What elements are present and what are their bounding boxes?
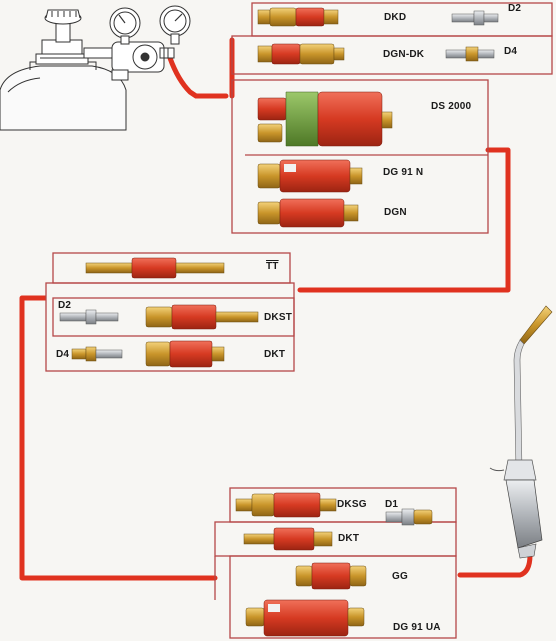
label-d4-top: D4 <box>504 46 518 57</box>
label-d2-top: D2 <box>508 3 522 14</box>
component-dkt-bottom <box>243 527 333 551</box>
box-dgn-dk <box>231 35 553 75</box>
label-gg: GG <box>392 571 408 582</box>
component-dg91n <box>257 159 363 193</box>
label-dksg: DKSG <box>337 499 367 510</box>
component-dgn <box>257 198 359 228</box>
label-dkst: DKST <box>264 312 293 323</box>
label-dkt-bottom: DKT <box>338 533 360 544</box>
gas-cylinder-with-regulator <box>0 5 191 131</box>
component-dkd <box>257 7 339 27</box>
label-tt: TT <box>266 261 279 272</box>
label-dgn-dk: DGN-DK <box>383 49 425 60</box>
component-dgn-dk <box>257 43 345 65</box>
component-dg91ua <box>245 599 365 637</box>
component-d2-coupling-mid <box>59 309 119 325</box>
component-tt <box>85 257 225 279</box>
component-d2-coupling-top <box>451 10 499 26</box>
box-dkst <box>52 297 295 337</box>
component-dksg <box>235 492 337 518</box>
label-dg91n: DG 91 N <box>383 167 424 178</box>
component-d1-coupling <box>385 508 433 526</box>
label-dkd: DKD <box>384 12 407 23</box>
component-d4-coupling-mid <box>71 346 123 362</box>
label-dgn: DGN <box>384 207 407 218</box>
label-dkt-mid: DKT <box>264 349 286 360</box>
label-ds2000: DS 2000 <box>431 101 472 112</box>
welding-torch <box>489 305 553 559</box>
label-d4-mid: D4 <box>56 349 70 360</box>
box-gg-group <box>229 555 457 639</box>
label-dg91ua: DG 91 UA <box>393 622 441 633</box>
component-gg <box>295 562 367 590</box>
label-d1: D1 <box>385 499 399 510</box>
component-d4-coupling-top <box>445 46 495 62</box>
component-dkst <box>145 304 259 330</box>
component-ds2000 <box>257 91 393 147</box>
label-d2-mid: D2 <box>58 300 72 311</box>
box-ds2000-group <box>231 79 489 234</box>
component-dkt-mid <box>145 340 225 368</box>
